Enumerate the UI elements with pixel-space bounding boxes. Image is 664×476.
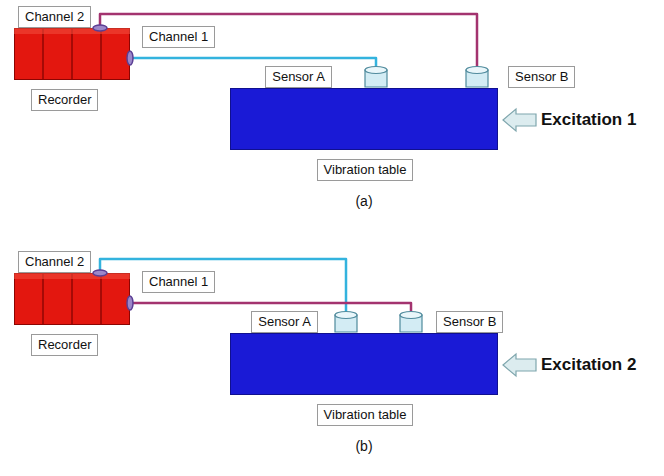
sensor-cylinder: Sensor A <box>334 311 358 333</box>
signal-cable <box>130 58 376 66</box>
recorder-ports <box>14 28 130 80</box>
recorder-highlight <box>14 28 130 34</box>
vibration-table: Vibration table <box>230 88 498 150</box>
panel-label: (a) <box>355 192 372 210</box>
excitation-label: Excitation 2 <box>541 355 636 375</box>
node-label: Recorder <box>31 334 98 356</box>
recorder-unit: Recorder <box>14 28 130 80</box>
recorder-unit: Recorder <box>14 273 130 325</box>
recorder-highlight <box>14 273 130 279</box>
vibration-table: Vibration table <box>230 333 498 395</box>
sensor-cylinder: Sensor A <box>364 66 388 88</box>
channel-label: Channel 2 <box>18 251 91 273</box>
excitation-arrow <box>503 354 536 376</box>
node-label: Sensor A <box>265 66 332 88</box>
channel-port <box>127 296 133 310</box>
channel-label: Channel 2 <box>18 6 91 28</box>
recorder-ports <box>14 273 130 325</box>
signal-cable <box>100 14 477 66</box>
node-label: Vibration table <box>317 404 414 426</box>
node-label: Sensor B <box>508 66 575 88</box>
sensor-top <box>400 312 422 319</box>
panel-label: (b) <box>355 437 372 455</box>
channel-port <box>127 51 133 65</box>
node-label: Sensor B <box>436 311 503 333</box>
sensor-outline <box>334 311 358 333</box>
node-label: Vibration table <box>317 159 414 181</box>
sensor-cylinder: Sensor B <box>399 311 423 333</box>
excitation-arrow <box>503 109 536 131</box>
channel-port <box>93 25 107 31</box>
signal-cable <box>130 303 411 311</box>
sensor-top <box>365 67 387 74</box>
sensor-outline <box>399 311 423 333</box>
sensor-top <box>466 67 488 74</box>
channel-label: Channel 1 <box>142 26 215 48</box>
node-label: Recorder <box>31 89 98 111</box>
sensor-cylinder: Sensor B <box>465 66 489 88</box>
sensor-outline <box>465 66 489 88</box>
channel-label: Channel 1 <box>142 271 215 293</box>
excitation-label: Excitation 1 <box>541 110 636 130</box>
channel-port <box>93 270 107 276</box>
sensor-top <box>335 312 357 319</box>
sensor-outline <box>364 66 388 88</box>
node-label: Sensor A <box>251 311 318 333</box>
